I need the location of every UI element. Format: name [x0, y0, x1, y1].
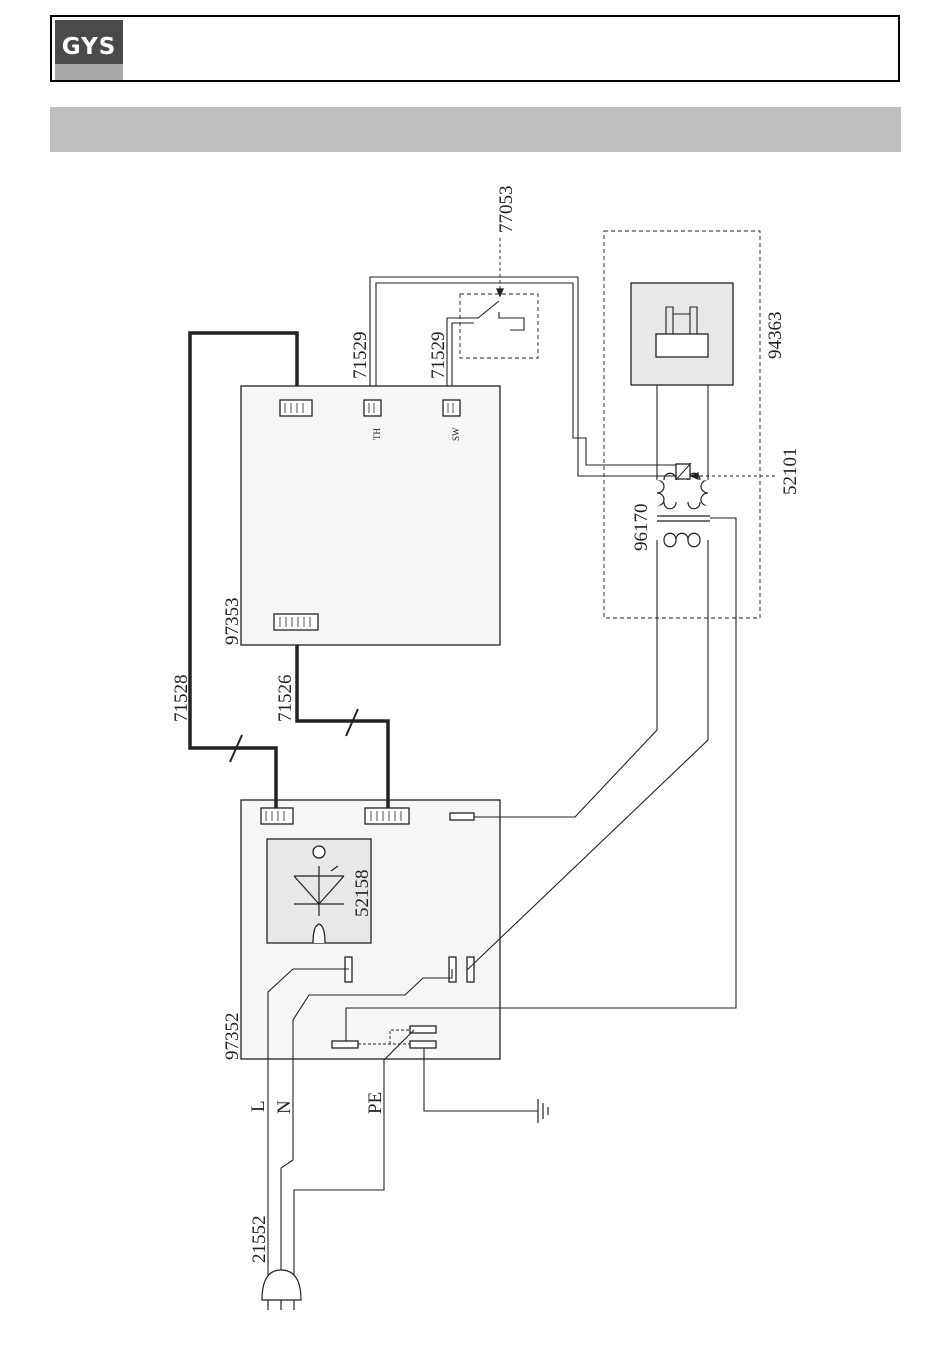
transformer-secondary	[664, 533, 700, 540]
label-71529-sw: 71529	[428, 332, 449, 380]
transformer-core	[657, 516, 710, 521]
wire-PE	[294, 1030, 414, 1300]
label-94363: 94363	[765, 312, 786, 360]
label-77053: 77053	[496, 186, 517, 234]
label-97352: 97352	[222, 1013, 243, 1061]
board-97353	[241, 386, 500, 645]
label-L: L	[248, 1100, 269, 1112]
label-97353: 97353	[222, 598, 243, 646]
label-N: N	[274, 1100, 295, 1114]
label-71526: 71526	[275, 675, 296, 723]
label-PE: PE	[365, 1092, 386, 1114]
switch-contact	[447, 301, 524, 386]
mains-plug	[262, 1270, 301, 1310]
board-97352-connector-6pin	[365, 808, 409, 824]
terminal-PE-a	[410, 1026, 436, 1033]
label-52158: 52158	[352, 870, 373, 918]
label-52101: 52101	[780, 448, 801, 496]
label-21552: 21552	[249, 1216, 270, 1264]
sw-connector	[443, 400, 460, 416]
cable-71526	[297, 645, 388, 808]
label-96170: 96170	[631, 504, 652, 552]
th-connector	[364, 400, 381, 416]
secondary-terminal	[450, 813, 474, 820]
terminal-ground-return	[332, 1041, 358, 1048]
terminal-PE-b	[410, 1041, 436, 1048]
ground-symbol	[538, 1099, 548, 1123]
label-71529-th: 71529	[350, 332, 371, 380]
board-97353-connector-6pin	[274, 614, 318, 630]
label-71528: 71528	[171, 675, 192, 723]
label-sw: SW	[451, 427, 461, 441]
label-th: TH	[372, 428, 382, 440]
switch-77053-box	[460, 294, 538, 358]
